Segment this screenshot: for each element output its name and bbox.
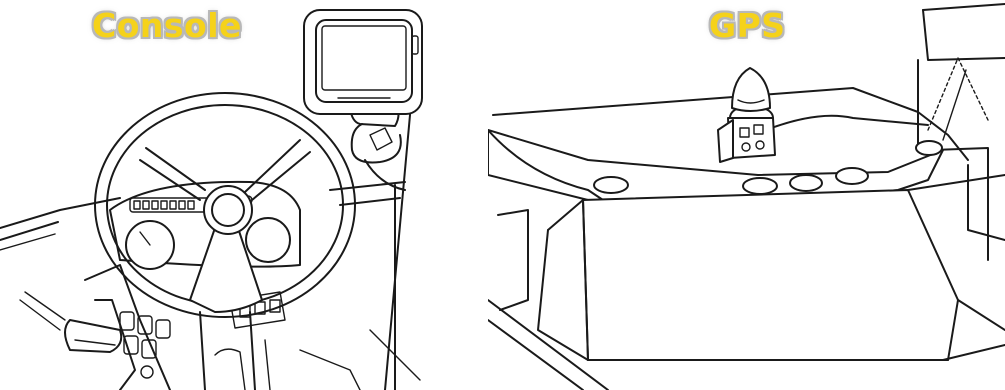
console-illustration (0, 0, 480, 390)
gps-label: GPS (709, 6, 786, 45)
gps-panel: GPS (488, 0, 1005, 390)
console-label: Console (92, 6, 242, 45)
console-display (304, 10, 422, 190)
control-lever (65, 320, 121, 352)
console-panel: Console (0, 0, 480, 390)
tachometer-gauge (246, 218, 290, 262)
gps-receiver (718, 68, 928, 162)
gps-illustration (488, 0, 1005, 390)
